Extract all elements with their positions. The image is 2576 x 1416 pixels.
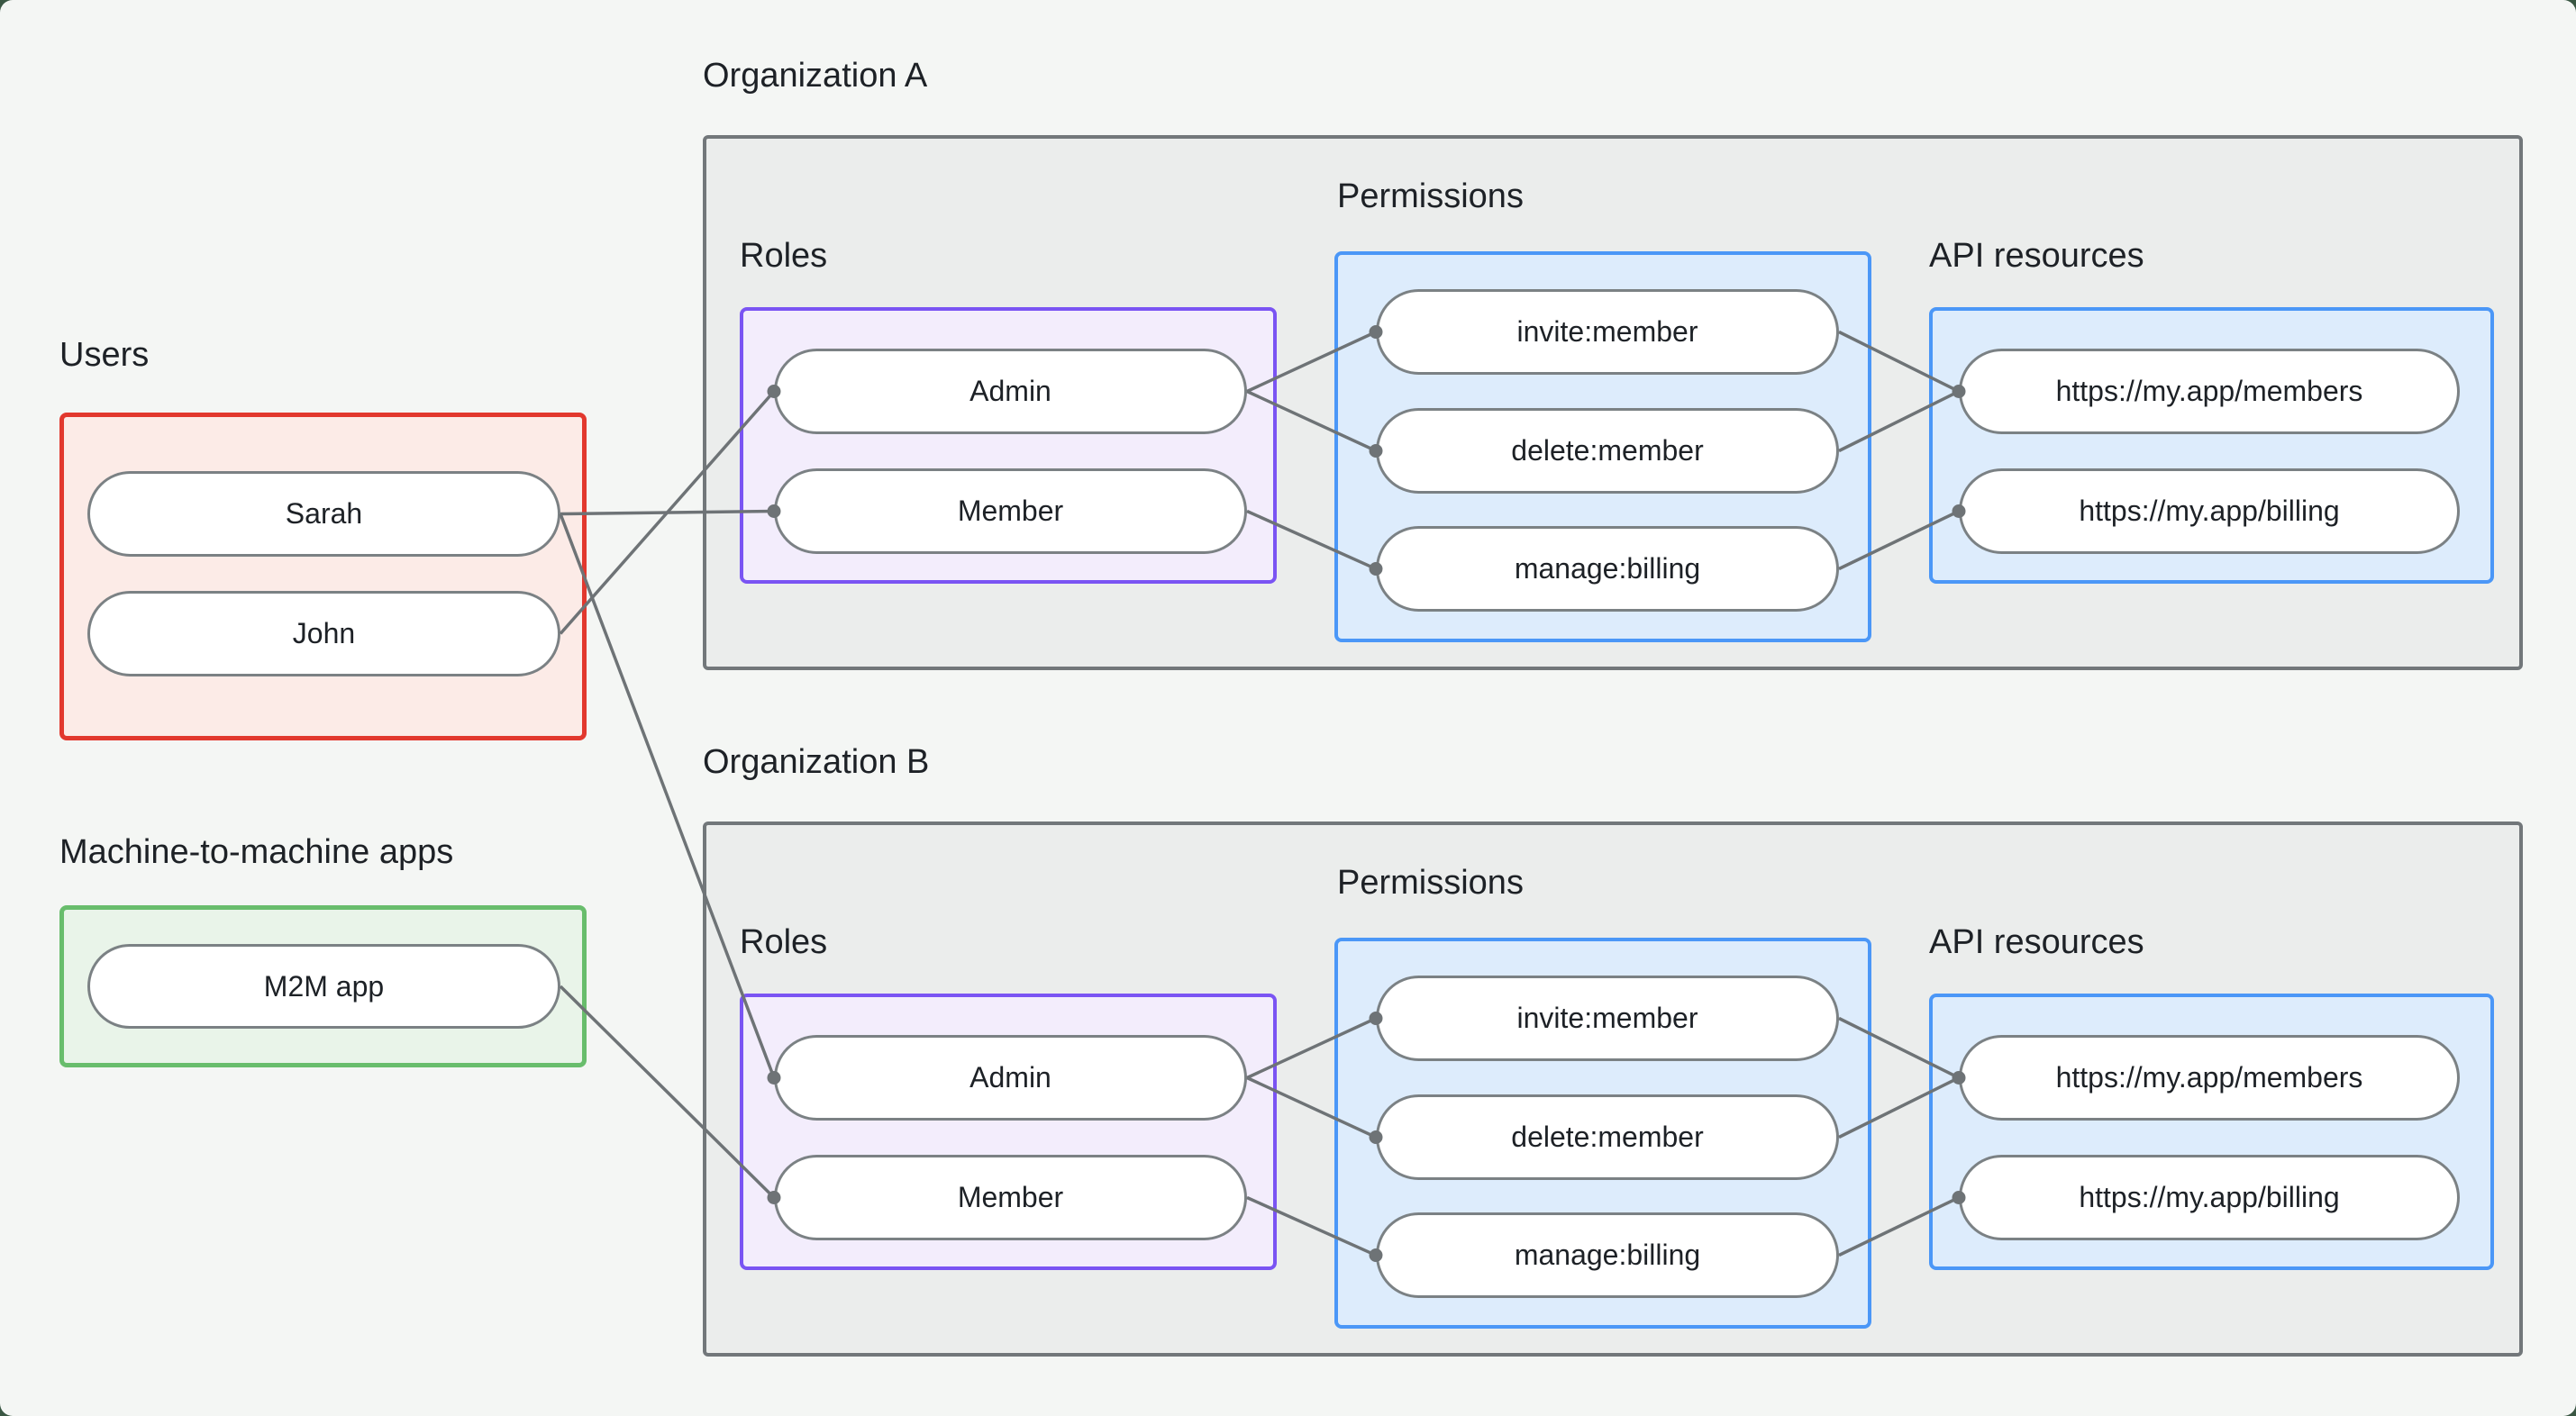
org-b-permission-delete-member: delete:member: [1376, 1094, 1839, 1180]
users-section-label: Users: [59, 336, 150, 374]
org-b-api-billing: https://my.app/billing: [1959, 1155, 2460, 1240]
user-node-sarah: Sarah: [87, 471, 560, 557]
org-b-permission-invite-member: invite:member: [1376, 976, 1839, 1061]
org-a-role-member: Member: [774, 468, 1247, 554]
m2m-section-label: Machine-to-machine apps: [59, 833, 454, 871]
org-a-permission-manage-billing: manage:billing: [1376, 526, 1839, 612]
org-b-role-admin: Admin: [774, 1035, 1247, 1121]
user-node-john: John: [87, 591, 560, 676]
org-b-role-member: Member: [774, 1155, 1247, 1240]
org-a-box: Roles Permissions API resources Admin Me…: [703, 135, 2523, 670]
org-b-permission-manage-billing: manage:billing: [1376, 1212, 1839, 1298]
org-b-api-label: API resources: [1929, 923, 2144, 961]
org-b-box: Roles Permissions API resources Admin Me…: [703, 821, 2523, 1357]
org-b-permissions-label: Permissions: [1337, 864, 1524, 902]
org-b-title: Organization B: [703, 743, 930, 781]
users-group-box: [59, 413, 587, 740]
org-b-roles-label: Roles: [740, 923, 828, 961]
org-a-permissions-label: Permissions: [1337, 177, 1524, 215]
org-a-title: Organization A: [703, 57, 928, 95]
org-a-api-billing: https://my.app/billing: [1959, 468, 2460, 554]
org-a-permission-invite-member: invite:member: [1376, 289, 1839, 375]
m2m-app-node: M2M app: [87, 944, 560, 1029]
org-a-role-admin: Admin: [774, 349, 1247, 434]
org-b-api-members: https://my.app/members: [1959, 1035, 2460, 1121]
org-a-api-members: https://my.app/members: [1959, 349, 2460, 434]
org-a-roles-label: Roles: [740, 237, 828, 275]
org-a-permission-delete-member: delete:member: [1376, 408, 1839, 494]
org-a-api-label: API resources: [1929, 237, 2144, 275]
